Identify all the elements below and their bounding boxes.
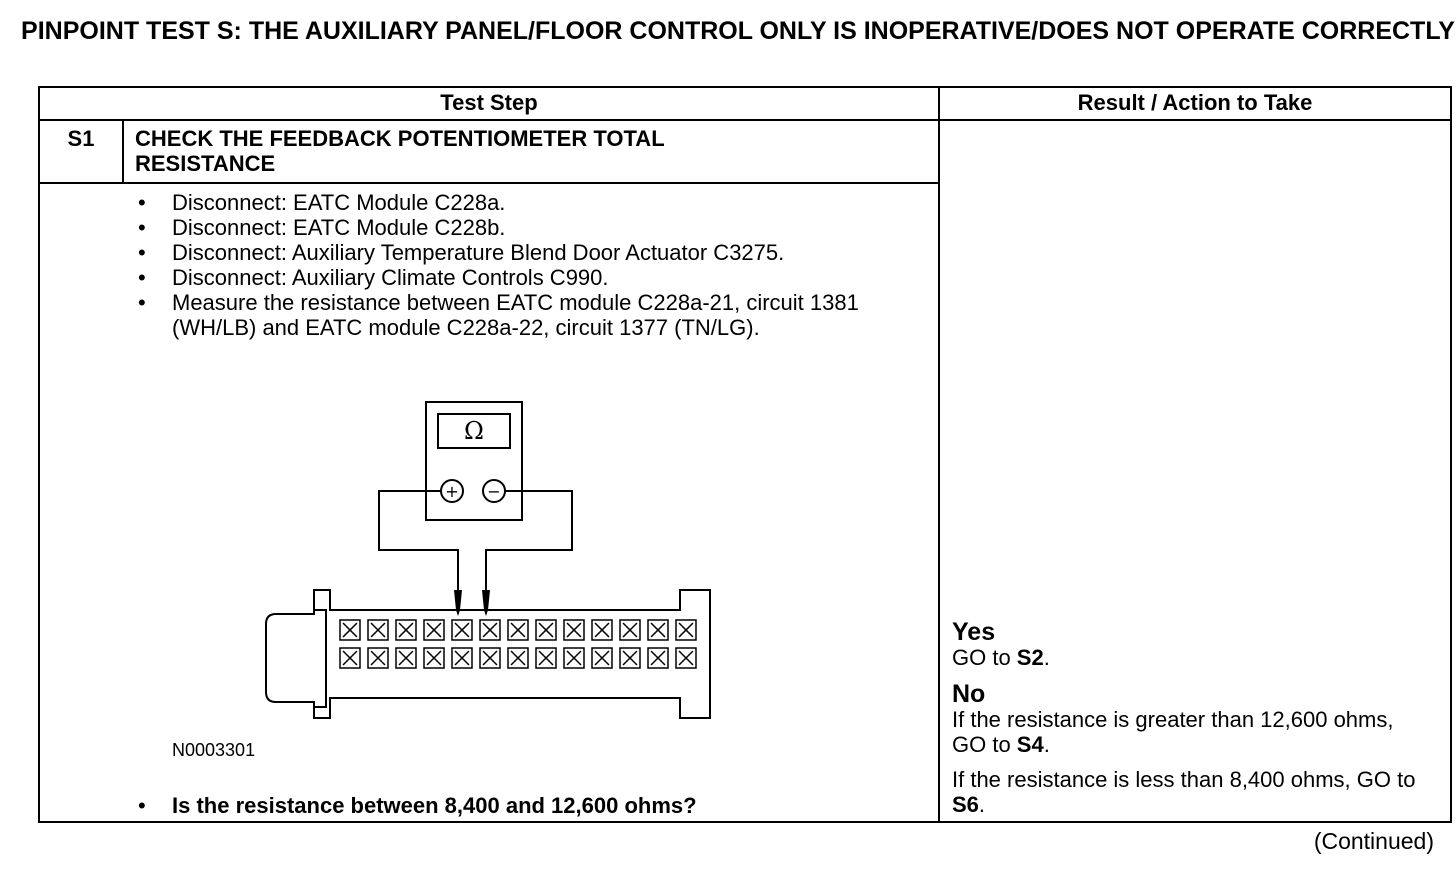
- ohmmeter-body: [425, 401, 523, 521]
- connector-pin: [619, 647, 641, 669]
- connector-pin-mark: [538, 650, 554, 666]
- header-test-step: Test Step: [440, 90, 538, 115]
- connector-pin-mark: [370, 650, 386, 666]
- connector-pin: [451, 619, 473, 641]
- no-target-less: S6: [952, 792, 979, 817]
- connector-pin: [591, 619, 613, 641]
- connector-shell: [265, 589, 711, 719]
- instruction-list: Disconnect: EATC Module C228a. Disconnec…: [134, 190, 934, 340]
- ohm-symbol: Ω: [464, 417, 484, 445]
- connector-pin: [423, 647, 445, 669]
- connector-pins: [339, 619, 697, 669]
- connector-pin-mark: [482, 622, 498, 638]
- connector-pin-mark: [678, 650, 694, 666]
- connector-pin: [367, 619, 389, 641]
- connector-pin-mark: [650, 650, 666, 666]
- yes-target: S2: [1016, 645, 1044, 670]
- connector-pin-mark: [594, 650, 610, 666]
- yes-label: Yes: [952, 618, 996, 646]
- instruction-item: Disconnect: EATC Module C228b.: [134, 215, 934, 240]
- instruction-item: Measure the resistance between EATC modu…: [134, 290, 934, 340]
- header-result-action: Result / Action to Take: [1077, 90, 1313, 115]
- instruction-item: Disconnect: Auxiliary Climate Controls C…: [134, 265, 934, 290]
- result-no: No If the resistance is greater than 12,…: [952, 680, 1432, 818]
- connector-pin-mark: [398, 622, 414, 638]
- connector-pin-mark: [454, 650, 470, 666]
- connector-pin: [339, 619, 361, 641]
- ohmmeter-connector-diagram: Ω + −: [265, 401, 711, 719]
- connector-pin: [563, 647, 585, 669]
- connector-pin-mark: [370, 622, 386, 638]
- connector-pin: [675, 619, 697, 641]
- ohmmeter-display: [437, 413, 511, 449]
- instruction-item: Disconnect: EATC Module C228a.: [134, 190, 934, 215]
- connector-pin: [535, 619, 557, 641]
- step-question: Is the resistance between 8,400 and 12,6…: [134, 793, 697, 819]
- connector-pin: [479, 619, 501, 641]
- page-title: PINPOINT TEST S: THE AUXILIARY PANEL/FLO…: [21, 17, 1455, 45]
- positive-probe-tip: [454, 590, 462, 616]
- step-title: CHECK THE FEEDBACK POTENTIOMETER TOTAL R…: [135, 126, 665, 176]
- connector-pin-mark: [566, 650, 582, 666]
- step-id: S1: [67, 126, 95, 151]
- connector-pin: [339, 647, 361, 669]
- minus-symbol: −: [487, 482, 500, 501]
- instruction-item: Disconnect: Auxiliary Temperature Blend …: [134, 240, 934, 265]
- connector-pin: [395, 619, 417, 641]
- connector-pin: [507, 647, 529, 669]
- no-action-greater: If the resistance is greater than 12,600…: [952, 707, 1394, 757]
- connector-pin: [647, 619, 669, 641]
- connector-pin: [619, 619, 641, 641]
- connector-pin-mark: [482, 650, 498, 666]
- connector-pin-mark: [650, 622, 666, 638]
- negative-lead: [485, 490, 573, 590]
- connector-pin-mark: [538, 622, 554, 638]
- no-label: No: [952, 680, 986, 708]
- connector-pin-mark: [566, 622, 582, 638]
- connector-pin: [479, 647, 501, 669]
- connector-pin-mark: [426, 650, 442, 666]
- step-title-divider: [40, 182, 938, 184]
- probe-tips: [454, 590, 490, 616]
- positive-lead: [378, 490, 459, 590]
- connector-pin: [451, 647, 473, 669]
- column-divider: [938, 88, 940, 821]
- negative-probe-tip: [482, 590, 490, 616]
- connector-pin-mark: [398, 650, 414, 666]
- connector-pin-mark: [594, 622, 610, 638]
- yes-action: GO to S2.: [952, 645, 1050, 670]
- connector-pin-mark: [510, 650, 526, 666]
- continued-label: (Continued): [1313, 828, 1434, 854]
- connector-pin-mark: [622, 650, 638, 666]
- connector-pin-mark: [510, 622, 526, 638]
- connector-pin: [507, 619, 529, 641]
- connector-pin-mark: [454, 622, 470, 638]
- connector-pin-mark: [678, 622, 694, 638]
- result-yes: Yes GO to S2.: [952, 618, 1050, 671]
- plus-symbol: +: [445, 482, 458, 501]
- connector-pin-mark: [426, 622, 442, 638]
- connector-pin: [675, 647, 697, 669]
- pinpoint-test-table: Test Step Result / Action to Take S1 CHE…: [38, 86, 1452, 823]
- connector-pin-mark: [622, 622, 638, 638]
- connector-pin-mark: [342, 650, 358, 666]
- connector-pin: [367, 647, 389, 669]
- connector-pin: [395, 647, 417, 669]
- connector-pin: [647, 647, 669, 669]
- header-divider: [40, 119, 1450, 121]
- no-target-greater: S4: [1016, 732, 1044, 757]
- connector-pin: [591, 647, 613, 669]
- connector-pin: [563, 619, 585, 641]
- connector-pin: [423, 619, 445, 641]
- figure-id: N0003301: [172, 740, 256, 760]
- no-action-less: If the resistance is less than 8,400 ohm…: [952, 767, 1416, 817]
- step-id-divider: [122, 121, 124, 183]
- connector-body: [313, 590, 327, 718]
- connector-pin-mark: [342, 622, 358, 638]
- connector-pin: [535, 647, 557, 669]
